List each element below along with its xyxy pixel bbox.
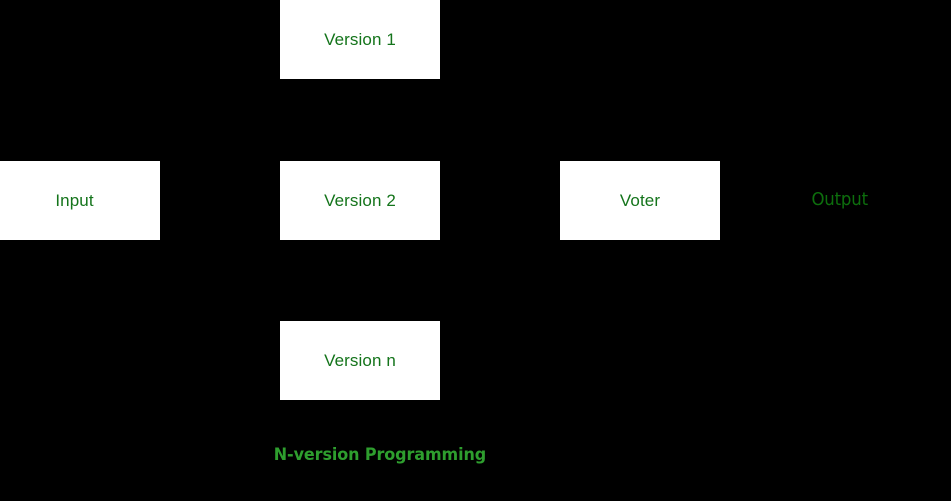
node-version-2-label: Version 2: [324, 191, 396, 210]
node-version-1: Version 1: [280, 0, 440, 79]
output-label-container: Output: [780, 186, 900, 214]
diagram-caption: N-version Programming: [273, 444, 487, 465]
output-label: Output: [811, 189, 869, 210]
node-version-2: Version 2: [280, 161, 440, 240]
diagram-caption-container: N-version Programming: [274, 443, 486, 467]
node-voter-label: Voter: [619, 191, 661, 210]
node-version-1-label: Version 1: [324, 29, 396, 49]
node-input-label: Input: [55, 191, 94, 210]
node-voter: Voter: [560, 161, 720, 240]
node-version-n-label: Version n: [324, 351, 396, 370]
node-version-n: Version n: [280, 321, 440, 400]
node-input: Input: [0, 161, 160, 240]
